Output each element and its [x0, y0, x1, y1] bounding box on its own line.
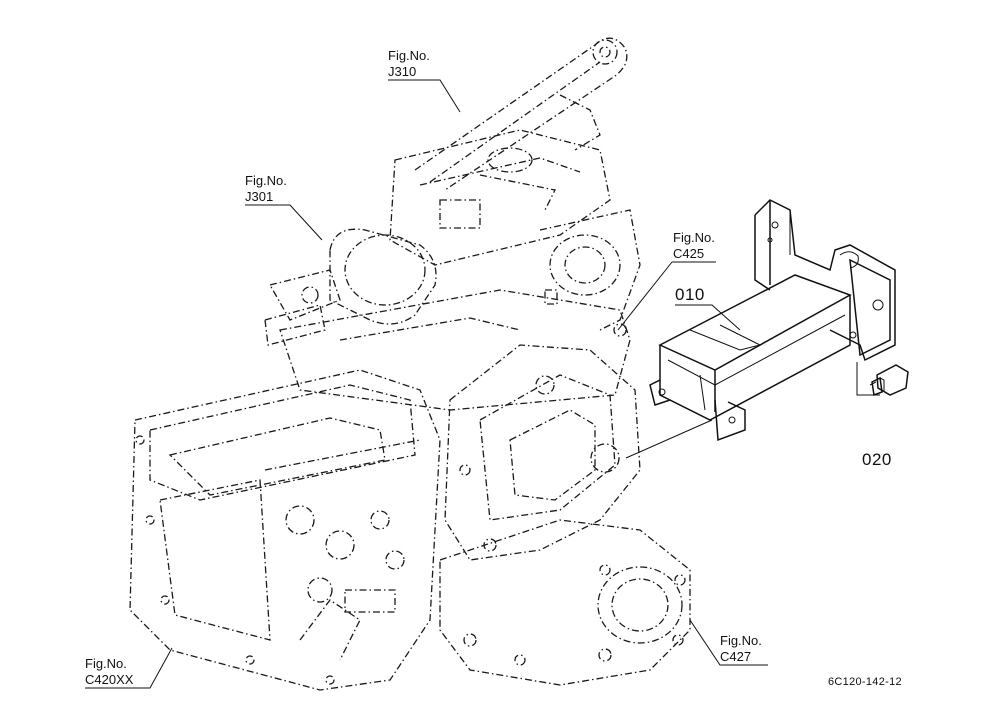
figref-j310-line1: Fig.No.	[388, 48, 430, 63]
bracket-part-010	[649, 199, 896, 442]
figref-j301: Fig.No. J301	[245, 173, 287, 205]
figref-c425: Fig.No. C425	[673, 230, 715, 262]
bolt-part-020	[869, 364, 909, 397]
transmission-assembly-outline	[129, 37, 691, 691]
figref-c427: Fig.No. C427	[720, 633, 762, 665]
leader-lines	[85, 79, 880, 689]
figref-j310-line2: J310	[388, 64, 417, 79]
drawing-code: 6C120-142-12	[828, 676, 902, 688]
figref-j301-line2: J301	[245, 189, 274, 204]
figref-c425-line1: Fig.No.	[673, 230, 715, 245]
part-label-020: 020	[862, 450, 892, 469]
figref-j301-line1: Fig.No.	[245, 173, 287, 188]
figref-c427-line1: Fig.No.	[720, 633, 762, 648]
figref-c420xx: Fig.No. C420XX	[85, 656, 133, 688]
figref-c427-line2: C427	[720, 649, 752, 664]
figref-c420xx-line2: C420XX	[85, 672, 134, 687]
part-label-010: 010	[675, 285, 705, 304]
figref-c420xx-line1: Fig.No.	[85, 656, 127, 671]
figref-j310: Fig.No. J310	[388, 48, 430, 80]
figref-c425-line2: C425	[673, 246, 705, 261]
